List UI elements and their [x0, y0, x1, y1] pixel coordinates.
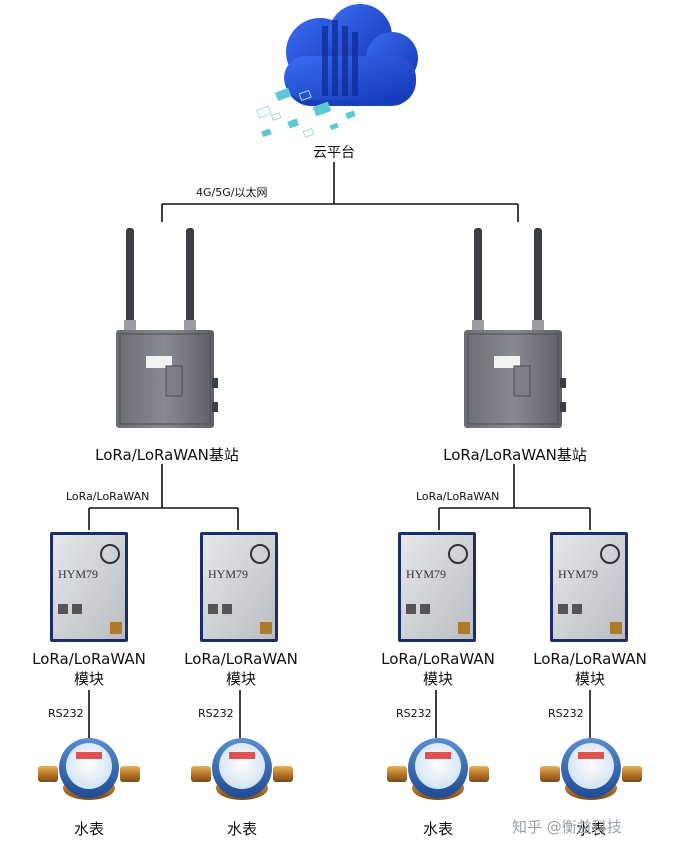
- serial-label-1: RS232: [48, 707, 84, 720]
- meter-1-label: 水表: [73, 820, 104, 838]
- gateway-2-label: LoRa/LoRaWAN基站: [443, 446, 587, 464]
- lora-module-3: HYM79: [398, 532, 476, 642]
- serial-label-2: RS232: [198, 707, 234, 720]
- module-chip-text: HYM79: [58, 567, 98, 581]
- water-meter-3: [387, 738, 489, 800]
- water-meter-4: [540, 738, 642, 800]
- meter-4-label: 水表: [575, 820, 606, 838]
- module-chip-text: HYM79: [558, 567, 598, 581]
- water-meter-2: [191, 738, 293, 800]
- watermark: 知乎 @衡益科技: [512, 818, 622, 836]
- gateway-device-2: [464, 228, 566, 428]
- module-chip-text: HYM79: [406, 567, 446, 581]
- module-3-label-line2: 模块: [422, 670, 453, 688]
- module-3-label-line1: LoRa/LoRaWAN: [381, 650, 495, 668]
- meter-3-label: 水表: [422, 820, 453, 838]
- module-1-label-line1: LoRa/LoRaWAN: [32, 650, 146, 668]
- gateway-device-1: [116, 228, 218, 428]
- module-chip-text: HYM79: [208, 567, 248, 581]
- gateway-2-link-label: LoRa/LoRaWAN: [416, 490, 500, 503]
- meter-2-label: 水表: [226, 820, 257, 838]
- connection-lines: [88, 162, 591, 738]
- module-4-label-line2: 模块: [574, 670, 605, 688]
- cloud-label: 云平台: [313, 145, 355, 161]
- water-meter-1: [38, 738, 140, 800]
- module-2-label-line1: LoRa/LoRaWAN: [184, 650, 298, 668]
- cloud-icon: [256, 4, 418, 138]
- gateway-1-link-label: LoRa/LoRaWAN: [66, 490, 150, 503]
- lora-module-4: HYM79: [550, 532, 628, 642]
- serial-label-3: RS232: [396, 707, 432, 720]
- lora-module-1: HYM79: [50, 532, 128, 642]
- uplink-label: 4G/5G/以太网: [196, 186, 268, 199]
- gateway-1-label: LoRa/LoRaWAN基站: [95, 446, 239, 464]
- module-2-label-line2: 模块: [225, 670, 256, 688]
- module-4-label-line1: LoRa/LoRaWAN: [533, 650, 647, 668]
- lora-module-2: HYM79: [200, 532, 278, 642]
- module-1-label-line2: 模块: [73, 670, 104, 688]
- serial-label-4: RS232: [548, 707, 584, 720]
